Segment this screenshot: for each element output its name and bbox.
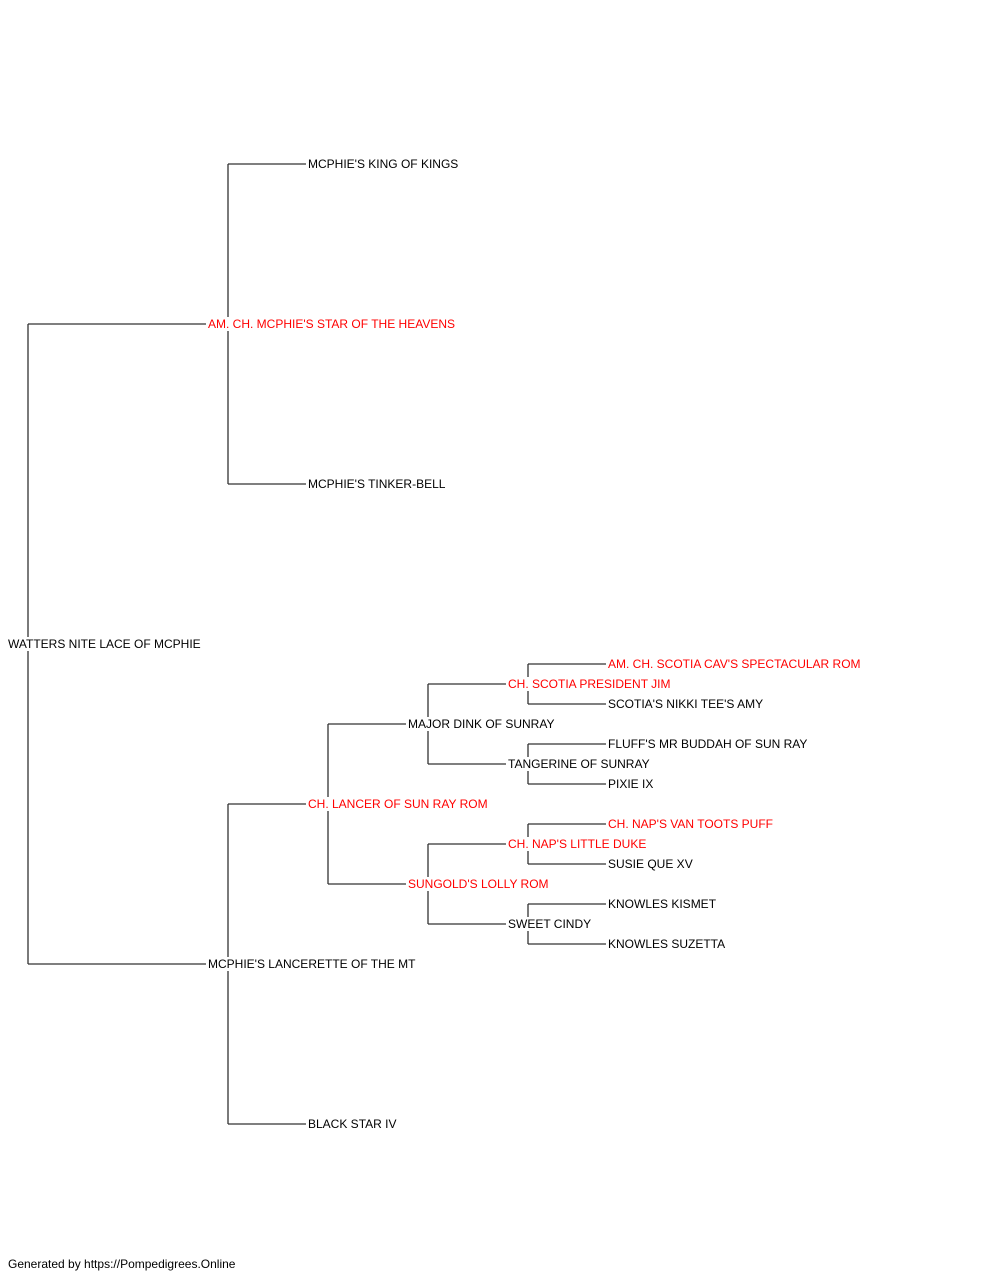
dam-name: MCPHIE'S LANCERETTE OF THE MT (208, 957, 418, 971)
sire-sire-name: MCPHIE'S KING OF KINGS (308, 157, 461, 171)
dam-dam-name: BLACK STAR IV (308, 1117, 399, 1131)
great-granddam-name: SWEET CINDY (508, 917, 594, 931)
great-granddam-name: TANGERINE OF SUNRAY (508, 757, 652, 771)
dam-sire-name: CH. LANCER OF SUN RAY ROM (308, 797, 490, 811)
ancestor-name: AM. CH. SCOTIA CAV'S SPECTACULAR ROM (608, 657, 863, 671)
ancestor-name: CH. NAP'S VAN TOOTS PUFF (608, 817, 775, 831)
great-grandsire-name: CH. SCOTIA PRESIDENT JIM (508, 677, 673, 691)
ancestor-name: FLUFF'S MR BUDDAH OF SUN RAY (608, 737, 810, 751)
ancestor-name: KNOWLES KISMET (608, 897, 719, 911)
sire-name: AM. CH. MCPHIE'S STAR OF THE HEAVENS (208, 317, 457, 331)
ancestor-name: PIXIE IX (608, 777, 656, 791)
ancestor-name: SUSIE QUE XV (608, 857, 695, 871)
generated-by-footer: Generated by https://Pompedigrees.Online (8, 1257, 236, 1271)
ancestor-name: KNOWLES SUZETTA (608, 937, 728, 951)
subject-dog-name: WATTERS NITE LACE OF MCPHIE (8, 637, 203, 651)
dam-sire-dam-name: SUNGOLD'S LOLLY ROM (408, 877, 551, 891)
dam-sire-sire-name: MAJOR DINK OF SUNRAY (408, 717, 557, 731)
great-grandsire-name: CH. NAP'S LITTLE DUKE (508, 837, 649, 851)
ancestor-name: SCOTIA'S NIKKI TEE'S AMY (608, 697, 766, 711)
sire-dam-name: MCPHIE'S TINKER-BELL (308, 477, 448, 491)
